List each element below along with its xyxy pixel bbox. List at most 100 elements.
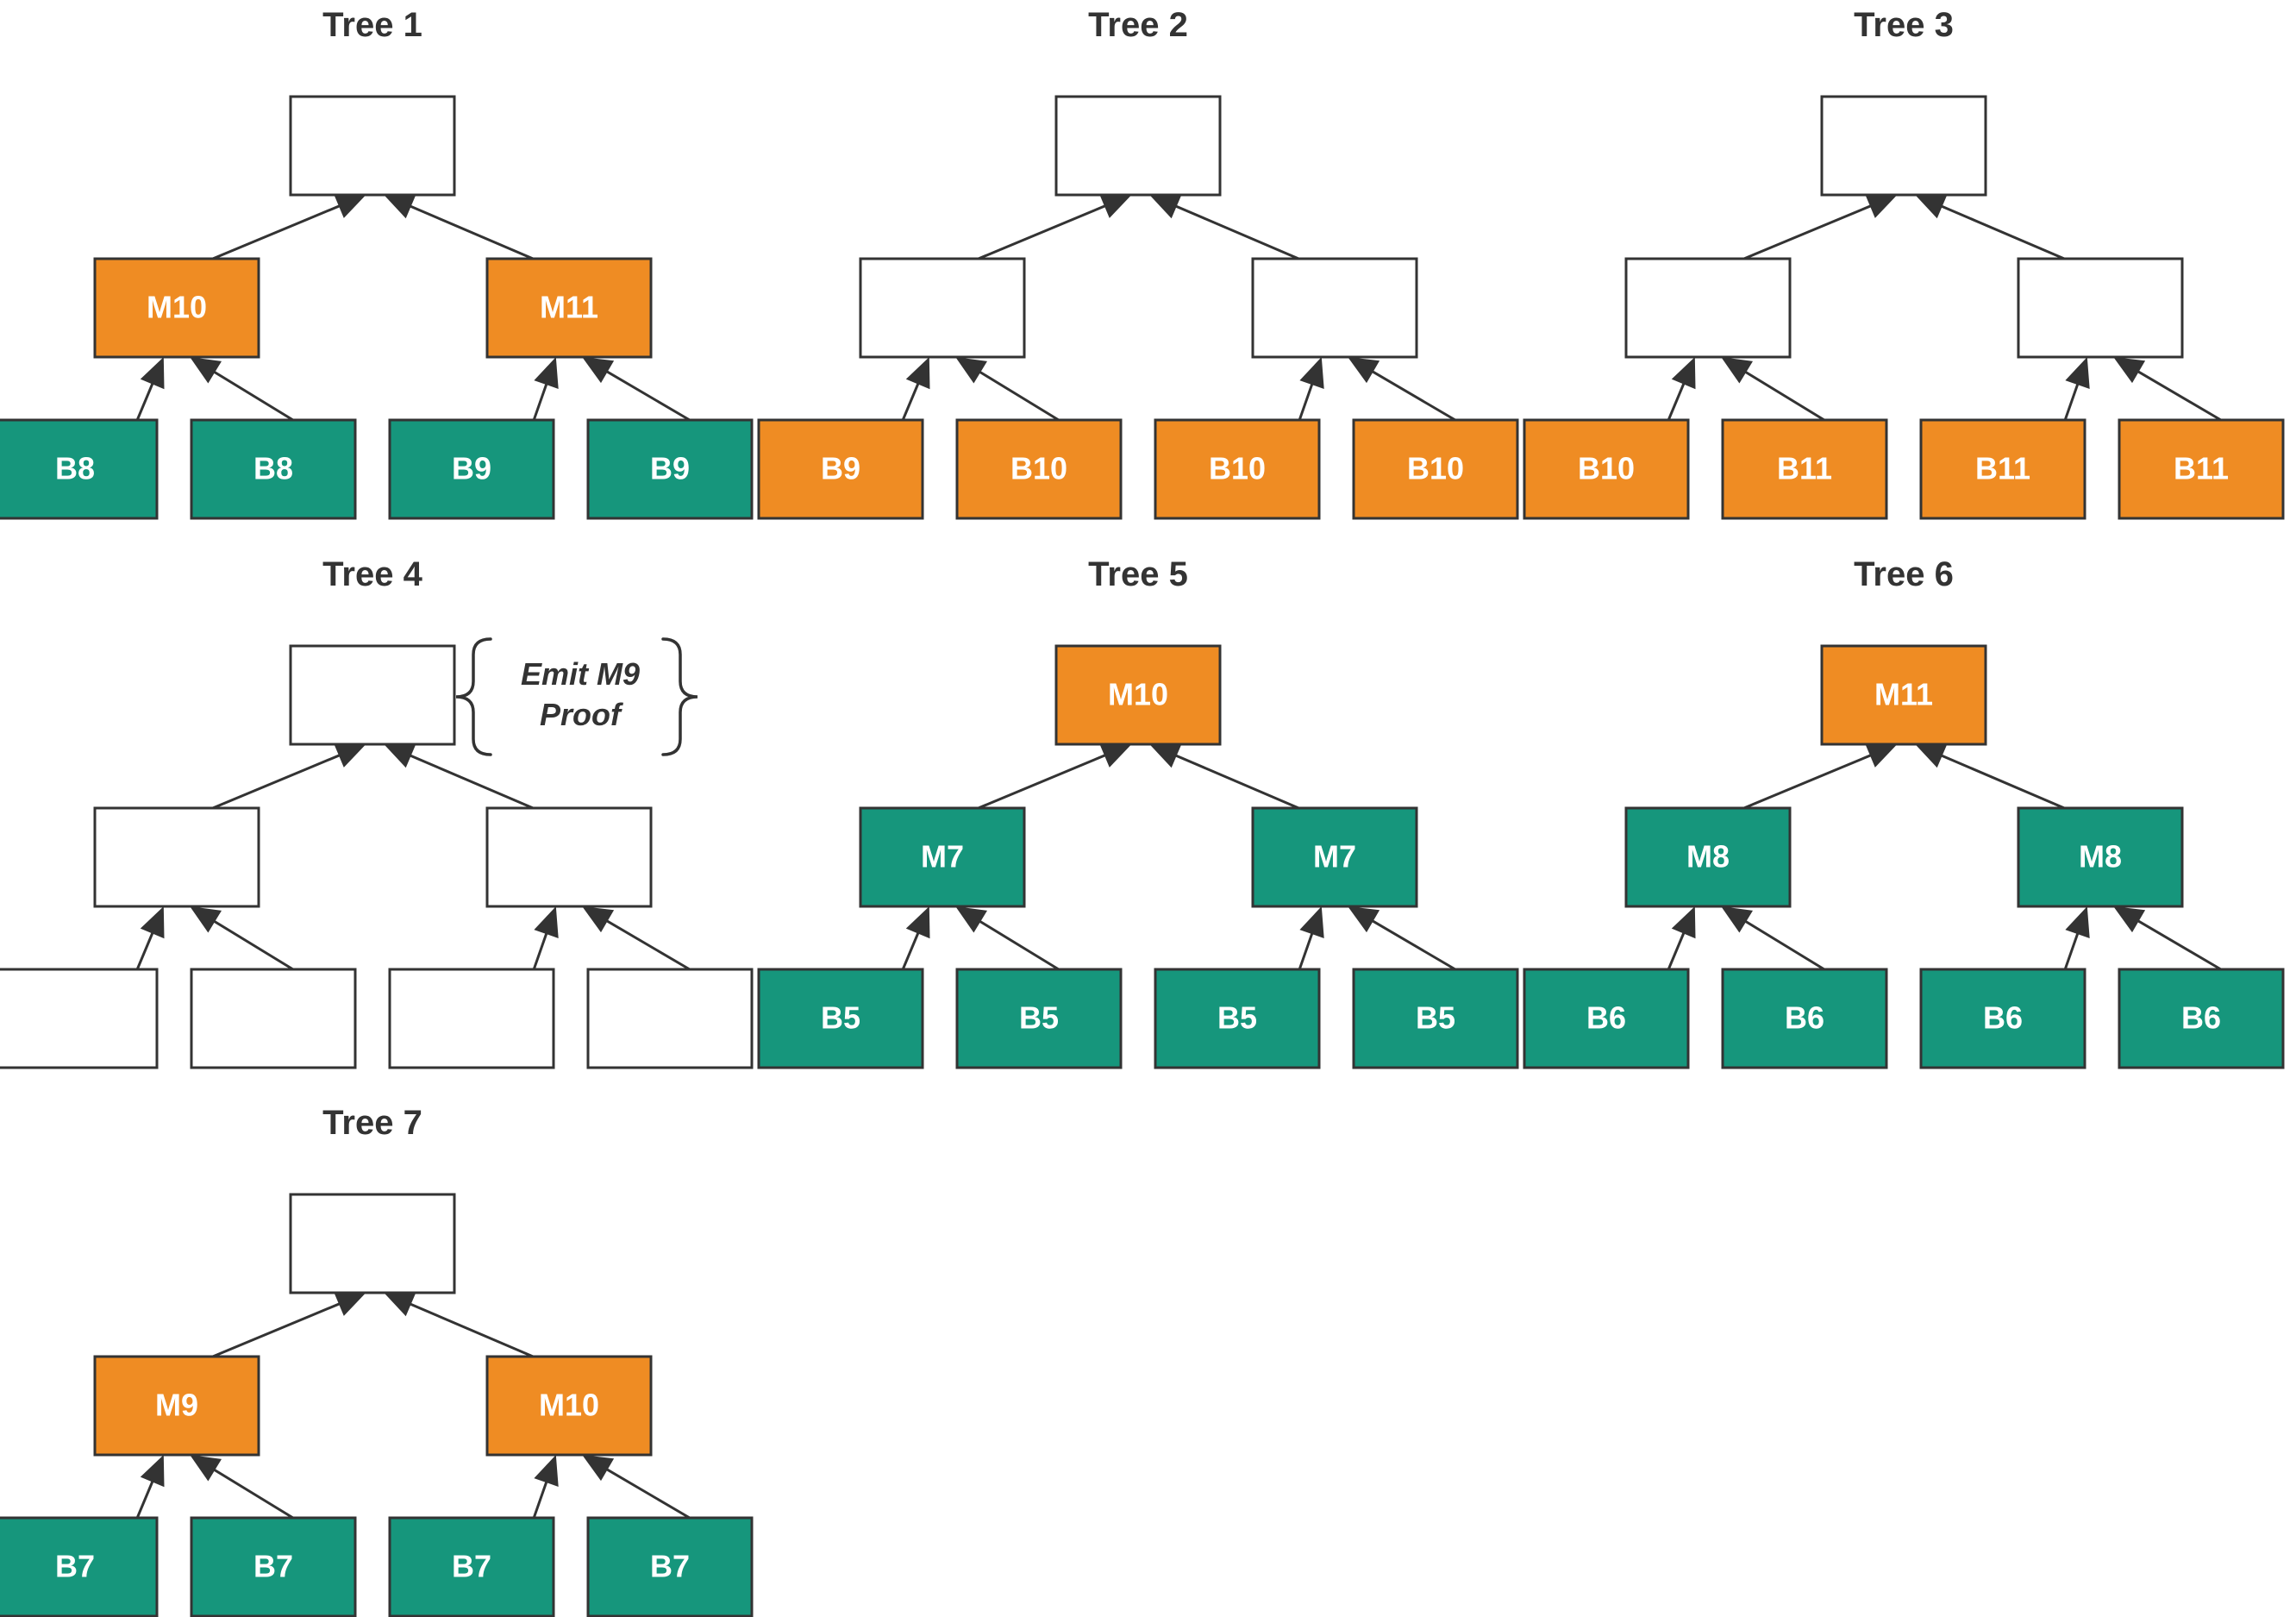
node-tree-2-mid-1-box[interactable] — [1251, 257, 1418, 359]
node-tree-1-leaf-0[interactable]: B8 — [0, 418, 159, 520]
node-tree-2-leaf-2-box[interactable] — [1154, 418, 1321, 520]
node-tree-6-leaf-1[interactable]: B6 — [1721, 968, 1888, 1069]
node-tree-7-leaf-0-box[interactable] — [0, 1516, 159, 1617]
node-tree-1-mid-0[interactable]: M10 — [93, 257, 260, 359]
node-tree-5-leaf-3-box[interactable] — [1352, 968, 1519, 1069]
node-tree-3-root[interactable] — [1820, 95, 1987, 197]
node-tree-5-mid-1-box[interactable] — [1251, 806, 1418, 908]
node-tree-5-leaf-0-box[interactable] — [757, 968, 924, 1069]
node-tree-7-leaf-2[interactable]: B7 — [388, 1516, 555, 1617]
node-tree-2-leaf-1[interactable]: B10 — [955, 418, 1123, 520]
node-tree-4-root-box[interactable] — [289, 644, 456, 746]
node-tree-3-mid-0-box[interactable] — [1624, 257, 1792, 359]
node-tree-4-leaf-1-box[interactable] — [190, 968, 357, 1069]
node-tree-5-leaf-0[interactable]: B5 — [757, 968, 924, 1069]
node-tree-2-leaf-0-box[interactable] — [757, 418, 924, 520]
node-tree-4-leaf-3[interactable] — [586, 968, 754, 1069]
node-tree-2-mid-1[interactable] — [1251, 257, 1418, 359]
node-tree-1-leaf-1[interactable]: B8 — [190, 418, 357, 520]
node-tree-4-mid-0-box[interactable] — [93, 806, 260, 908]
node-tree-6-leaf-3-box[interactable] — [2118, 968, 2285, 1069]
node-tree-1-leaf-2-box[interactable] — [388, 418, 555, 520]
node-tree-4-leaf-3-box[interactable] — [586, 968, 754, 1069]
node-tree-6-root[interactable]: M11 — [1820, 644, 1987, 746]
node-tree-7-leaf-2-box[interactable] — [388, 1516, 555, 1617]
node-tree-2-root-box[interactable] — [1054, 95, 1222, 197]
node-tree-1-leaf-3-box[interactable] — [586, 418, 754, 520]
node-tree-6-mid-1[interactable]: M8 — [2017, 806, 2184, 908]
node-tree-6-leaf-3[interactable]: B6 — [2118, 968, 2285, 1069]
node-tree-4-leaf-0[interactable] — [0, 968, 159, 1069]
node-tree-4-mid-1[interactable] — [485, 806, 653, 908]
node-tree-6-mid-0[interactable]: M8 — [1624, 806, 1792, 908]
node-tree-5-root[interactable]: M10 — [1054, 644, 1222, 746]
node-tree-1-leaf-2[interactable]: B9 — [388, 418, 555, 520]
node-tree-6-leaf-2[interactable]: B6 — [1919, 968, 2086, 1069]
node-tree-1-leaf-3[interactable]: B9 — [586, 418, 754, 520]
node-tree-2-mid-0[interactable] — [859, 257, 1026, 359]
node-tree-7-leaf-0[interactable]: B7 — [0, 1516, 159, 1617]
node-tree-2-leaf-3[interactable]: B10 — [1352, 418, 1519, 520]
node-tree-3-leaf-1[interactable]: B11 — [1721, 418, 1888, 520]
node-tree-5-leaf-2[interactable]: B5 — [1154, 968, 1321, 1069]
node-tree-3-leaf-2-box[interactable] — [1919, 418, 2086, 520]
node-tree-5-mid-0-box[interactable] — [859, 806, 1026, 908]
node-tree-7-leaf-3[interactable]: B7 — [586, 1516, 754, 1617]
node-tree-5-leaf-3[interactable]: B5 — [1352, 968, 1519, 1069]
node-tree-4-root[interactable] — [289, 644, 456, 746]
node-tree-1-leaf-1-box[interactable] — [190, 418, 357, 520]
node-tree-1-leaf-0-box[interactable] — [0, 418, 159, 520]
node-tree-7-mid-1[interactable]: M10 — [485, 1355, 653, 1457]
node-tree-2-mid-0-box[interactable] — [859, 257, 1026, 359]
node-tree-5-leaf-1[interactable]: B5 — [955, 968, 1123, 1069]
node-tree-5-leaf-1-box[interactable] — [955, 968, 1123, 1069]
node-tree-3-leaf-2[interactable]: B11 — [1919, 418, 2086, 520]
node-tree-2-leaf-2[interactable]: B10 — [1154, 418, 1321, 520]
node-tree-3-leaf-3[interactable]: B11 — [2118, 418, 2285, 520]
node-tree-7-mid-1-box[interactable] — [485, 1355, 653, 1457]
node-tree-7-root-box[interactable] — [289, 1193, 456, 1294]
node-tree-2-root[interactable] — [1054, 95, 1222, 197]
node-tree-4-leaf-2[interactable] — [388, 968, 555, 1069]
node-tree-4-leaf-2-box[interactable] — [388, 968, 555, 1069]
node-tree-6-mid-0-box[interactable] — [1624, 806, 1792, 908]
node-tree-5-mid-1[interactable]: M7 — [1251, 806, 1418, 908]
node-tree-3-leaf-0-box[interactable] — [1523, 418, 1690, 520]
node-tree-1-mid-1[interactable]: M11 — [485, 257, 653, 359]
node-tree-5-mid-0[interactable]: M7 — [859, 806, 1026, 908]
edge-arrowhead — [140, 906, 165, 939]
node-tree-7-leaf-1-box[interactable] — [190, 1516, 357, 1617]
node-tree-3-leaf-1-box[interactable] — [1721, 418, 1888, 520]
node-tree-6-leaf-0-box[interactable] — [1523, 968, 1690, 1069]
edge-arrowhead — [582, 906, 615, 933]
node-tree-7-leaf-3-box[interactable] — [586, 1516, 754, 1617]
node-tree-7-mid-0[interactable]: M9 — [93, 1355, 260, 1457]
node-tree-6-leaf-0[interactable]: B6 — [1523, 968, 1690, 1069]
node-tree-4-mid-1-box[interactable] — [485, 806, 653, 908]
node-tree-5-leaf-2-box[interactable] — [1154, 968, 1321, 1069]
node-tree-7-mid-0-box[interactable] — [93, 1355, 260, 1457]
node-tree-1-root-box[interactable] — [289, 95, 456, 197]
node-tree-3-mid-1[interactable] — [2017, 257, 2184, 359]
node-tree-3-leaf-3-box[interactable] — [2118, 418, 2285, 520]
node-tree-6-root-box[interactable] — [1820, 644, 1987, 746]
node-tree-3-root-box[interactable] — [1820, 95, 1987, 197]
node-tree-7-root[interactable] — [289, 1193, 456, 1294]
node-tree-3-leaf-0[interactable]: B10 — [1523, 418, 1690, 520]
node-tree-2-leaf-0[interactable]: B9 — [757, 418, 924, 520]
node-tree-2-leaf-1-box[interactable] — [955, 418, 1123, 520]
node-tree-1-root[interactable] — [289, 95, 456, 197]
node-tree-6-leaf-1-box[interactable] — [1721, 968, 1888, 1069]
node-tree-1-mid-1-box[interactable] — [485, 257, 653, 359]
node-tree-7-leaf-1[interactable]: B7 — [190, 1516, 357, 1617]
node-tree-5-root-box[interactable] — [1054, 644, 1222, 746]
node-tree-4-mid-0[interactable] — [93, 806, 260, 908]
node-tree-6-leaf-2-box[interactable] — [1919, 968, 2086, 1069]
node-tree-4-leaf-0-box[interactable] — [0, 968, 159, 1069]
node-tree-6-mid-1-box[interactable] — [2017, 806, 2184, 908]
node-tree-1-mid-0-box[interactable] — [93, 257, 260, 359]
node-tree-2-leaf-3-box[interactable] — [1352, 418, 1519, 520]
node-tree-4-leaf-1[interactable] — [190, 968, 357, 1069]
node-tree-3-mid-1-box[interactable] — [2017, 257, 2184, 359]
node-tree-3-mid-0[interactable] — [1624, 257, 1792, 359]
